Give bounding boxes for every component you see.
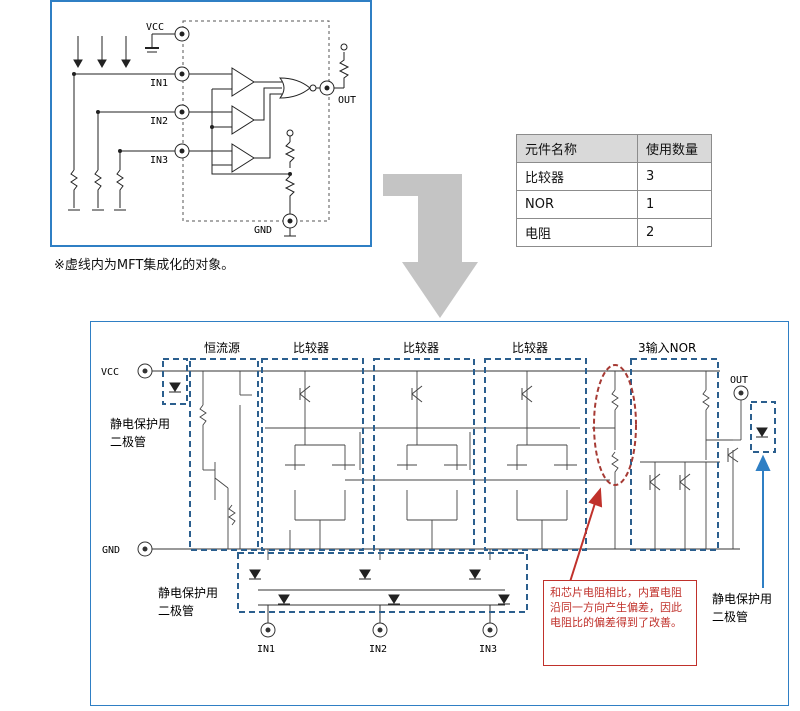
component-count-table: 元件名称 使用数量 比较器 3 NOR 1 电阻 2 [516,134,712,247]
top-schematic: VCC IN1 IN2 IN3 OUT GND [68,20,356,237]
table-header-row: 元件名称 使用数量 [516,134,712,163]
column-header-count: 使用数量 [637,134,712,163]
component-name: NOR [516,190,638,219]
detail-pin-label-gnd: GND [102,545,120,556]
component-count: 1 [637,190,712,219]
esd-label-bottom-line2: 二极管 [158,603,194,618]
comparator-circuit-1 [267,371,355,560]
table-row: 电阻 2 [516,218,712,247]
table-row: NOR 1 [516,190,712,219]
detail-pin-label-out: OUT [730,375,748,386]
comparator-circuit-2 [379,371,467,560]
esd-block-bottom [237,552,528,613]
nor-block [630,358,719,551]
block-label-comparator-3: 比较器 [512,340,548,355]
detail-pin-label-in3: IN3 [479,644,497,655]
esd-label-left-line2: 二极管 [110,434,146,449]
pin-label-vcc: VCC [146,22,164,33]
table-row: 比较器 3 [516,162,712,191]
detail-pin-label-in1: IN1 [257,644,275,655]
resistor-callout: 和芯片电阻相比，内置电阻沿同一方向产生偏差，因此电阻比的偏差得到了改善。 [543,580,697,666]
component-name: 比较器 [516,162,638,191]
comparator-block-1 [261,358,364,551]
comparator-circuit-3 [489,371,577,560]
signal-arrows [73,36,131,69]
comparator-block-2 [373,358,475,551]
top-schematic-frame: VCC IN1 IN2 IN3 OUT GND [50,0,372,247]
esd-block-right [750,401,776,453]
esd-label-right-line2: 二极管 [712,609,748,624]
esd-block-left [162,358,188,405]
mft-note: ※虚线内为MFT集成化的对象。 [54,258,235,273]
pin-label-out: OUT [338,95,356,106]
block-label-comparator-1: 比较器 [293,340,329,355]
block-label-nor: 3输入NOR [638,340,696,355]
pin-label-gnd: GND [254,225,272,236]
comparator-block-3 [484,358,587,551]
esd-label-bottom-line1: 静电保护用 [158,586,218,600]
detail-pin-label-vcc: VCC [101,367,119,378]
esd-label-left-line1: 静电保护用 [110,417,170,431]
internal-resistor-highlight [593,364,637,486]
pin-label-in1: IN1 [150,78,168,89]
component-count: 3 [637,162,712,191]
esd-label-right-line1: 静电保护用 [712,592,772,606]
integration-region [182,20,330,222]
column-header-name: 元件名称 [516,134,638,163]
block-label-comparator-2: 比较器 [403,340,439,355]
component-name: 电阻 [516,218,638,247]
detail-pin-label-in2: IN2 [369,644,387,655]
block-label-constant-current: 恒流源 [204,341,240,355]
pin-label-in3: IN3 [150,155,168,166]
component-count: 2 [637,218,712,247]
constant-current-block [189,358,259,551]
pin-label-in2: IN2 [150,116,168,127]
